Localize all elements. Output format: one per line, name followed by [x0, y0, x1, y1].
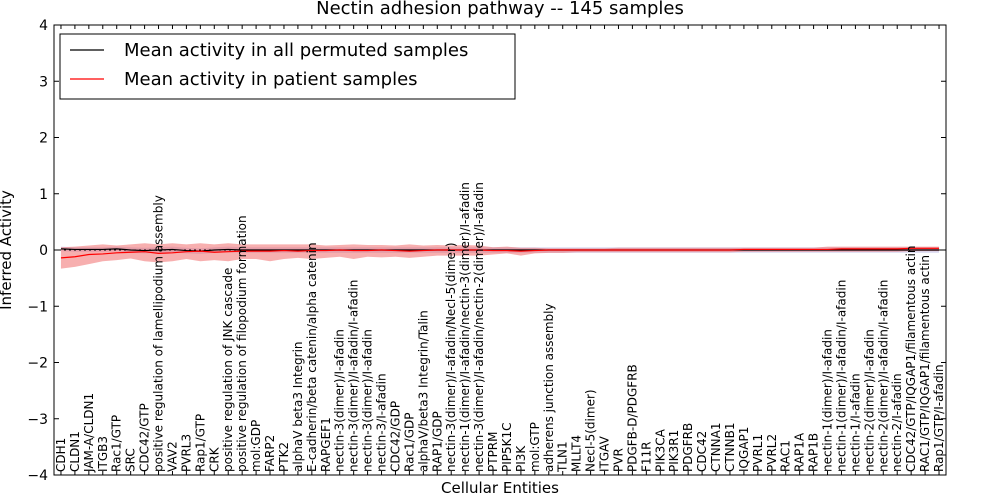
category-label: nectin-1(dimer)/I-afadin/nectin-3(dimer)… — [458, 182, 472, 472]
category-label: RAP1/GDP — [430, 411, 444, 472]
category-label: nectin-2(dimer)/I-afadin — [862, 329, 876, 472]
category-label: PVRL3 — [179, 434, 193, 472]
legend-box — [59, 33, 516, 100]
category-label: F11R — [639, 441, 653, 472]
category-label: nectin-3(dimer)/I-afadin/I-afadin — [347, 280, 361, 472]
series-line-1 — [60, 247, 940, 259]
category-label: CTNNA1 — [709, 422, 723, 472]
category-label: Rap1/GTP — [193, 414, 207, 472]
category-label: positive regulation of JNK cascade — [221, 268, 235, 472]
y-tick-label: 4 — [39, 18, 48, 34]
category-label: nectin-3(dimer)/I-afadin/nectin-2(dimer)… — [472, 182, 486, 472]
category-label: PDGFRB — [681, 423, 695, 472]
category-label: PI3K — [514, 445, 528, 472]
y-axis-label: Inferred Activity — [0, 190, 15, 310]
legend-entry-patient: Mean activity in patient samples — [124, 69, 418, 90]
category-label: Rac1/GDP — [402, 413, 416, 472]
category-label: mol:GDP — [249, 420, 263, 472]
category-label: nectin-3(dimer)/I-afadin — [361, 329, 375, 472]
category-label: PVR — [611, 448, 625, 472]
category-label: RAC1 — [779, 440, 793, 472]
category-label: MLLT4 — [570, 435, 584, 472]
category-label: nectin-2(dimer)/I-afadin/I-afadin — [876, 280, 890, 472]
category-label: CDH1 — [54, 438, 68, 472]
category-label: nectin-2/I-afadin — [890, 373, 904, 472]
y-tick-label: 1 — [39, 187, 48, 203]
category-label: VAV2 — [165, 441, 179, 472]
category-label: IQGAP1 — [737, 427, 751, 472]
category-label: PTK2 — [277, 442, 291, 472]
category-label: RAPGEF1 — [319, 417, 333, 472]
category-label: nectin-1(dimer)/I-afadin — [821, 329, 835, 472]
y-tick-label: −4 — [27, 468, 48, 484]
category-label: PVRL2 — [765, 434, 779, 472]
category-label: PIK3CA — [653, 428, 667, 472]
confidence-bands — [60, 243, 940, 269]
category-label: PIK3R1 — [667, 430, 681, 472]
category-label: Rap1/GTP/I-afadin — [932, 364, 946, 472]
category-label: CDC42/GTP/IQGAP1/filamentous actin — [904, 246, 918, 472]
category-label: mol:GTP — [528, 422, 542, 472]
y-axis-ticks: −4 −3 −2 −1 0 1 2 3 4 — [27, 18, 946, 484]
category-label: CTNNB1 — [723, 422, 737, 472]
category-label: CDC42/GDP — [388, 401, 402, 472]
category-label: nectin-3(dimer)/I-afadin — [333, 329, 347, 472]
x-axis-label: Cellular Entities — [441, 479, 559, 497]
category-label: adherens junction assembly — [542, 303, 556, 472]
category-label: E-cadherin/beta catenin/alpha catenin — [305, 242, 319, 472]
category-label: TLN1 — [556, 441, 570, 473]
y-tick-label: −2 — [27, 356, 48, 372]
category-label: PTPRM — [486, 432, 500, 473]
category-label: ITGAV — [598, 435, 612, 472]
y-tick-label: −3 — [27, 412, 48, 428]
category-label: FARP2 — [263, 435, 277, 472]
category-label: nectin-3(dimer)/I-afadin/Necl-5(dimer) — [444, 242, 458, 472]
series-lines — [60, 247, 940, 259]
category-label: CLDN1 — [68, 431, 82, 472]
category-label: CDC42 — [695, 431, 709, 472]
category-label: nectin-3/I-afadin — [375, 373, 389, 472]
category-label: Necl-5(dimer) — [584, 389, 598, 472]
category-label: nectin-1/I-afadin — [848, 373, 862, 472]
chart-title: Nectin adhesion pathway -- 145 samples — [316, 0, 684, 19]
category-label: nectin-1(dimer)/I-afadin/I-afadin — [834, 280, 848, 472]
category-label: Rac1/GTP — [110, 415, 124, 472]
y-tick-label: 2 — [39, 131, 48, 147]
category-label: CDC42/GTP — [138, 403, 152, 472]
category-label: PVRL1 — [751, 434, 765, 472]
y-tick-label: 3 — [39, 74, 48, 90]
category-label: PIP5K1C — [500, 422, 514, 472]
category-label: positive regulation of filopodium format… — [235, 215, 249, 472]
legend-entry-permuted: Mean activity in all permuted samples — [124, 40, 468, 61]
category-label: JAM-A/CLDN1 — [82, 393, 96, 473]
y-tick-label: −1 — [27, 299, 48, 315]
category-label: RAC1/GTP/IQGAP1/filamentous actin — [918, 255, 932, 472]
category-label: SRC — [124, 448, 138, 472]
category-label: PDGFB-D/PDGFRB — [625, 364, 639, 472]
y-tick-label: 0 — [39, 243, 48, 259]
category-label: RAP1A — [793, 432, 807, 472]
category-label: RAP1B — [807, 433, 821, 472]
category-label: alphaV/beta3 Integrin/Talin — [416, 310, 430, 472]
confidence-band-1 — [60, 243, 940, 269]
category-label: CRK — [207, 446, 221, 472]
category-label: alphaV beta3 Integrin — [291, 341, 305, 472]
category-label: positive regulation of lamellipodium ass… — [152, 195, 166, 472]
legend: Mean activity in all permuted samples Me… — [59, 33, 516, 100]
x-axis-ticks — [60, 25, 940, 475]
category-label: ITGB3 — [96, 436, 110, 472]
